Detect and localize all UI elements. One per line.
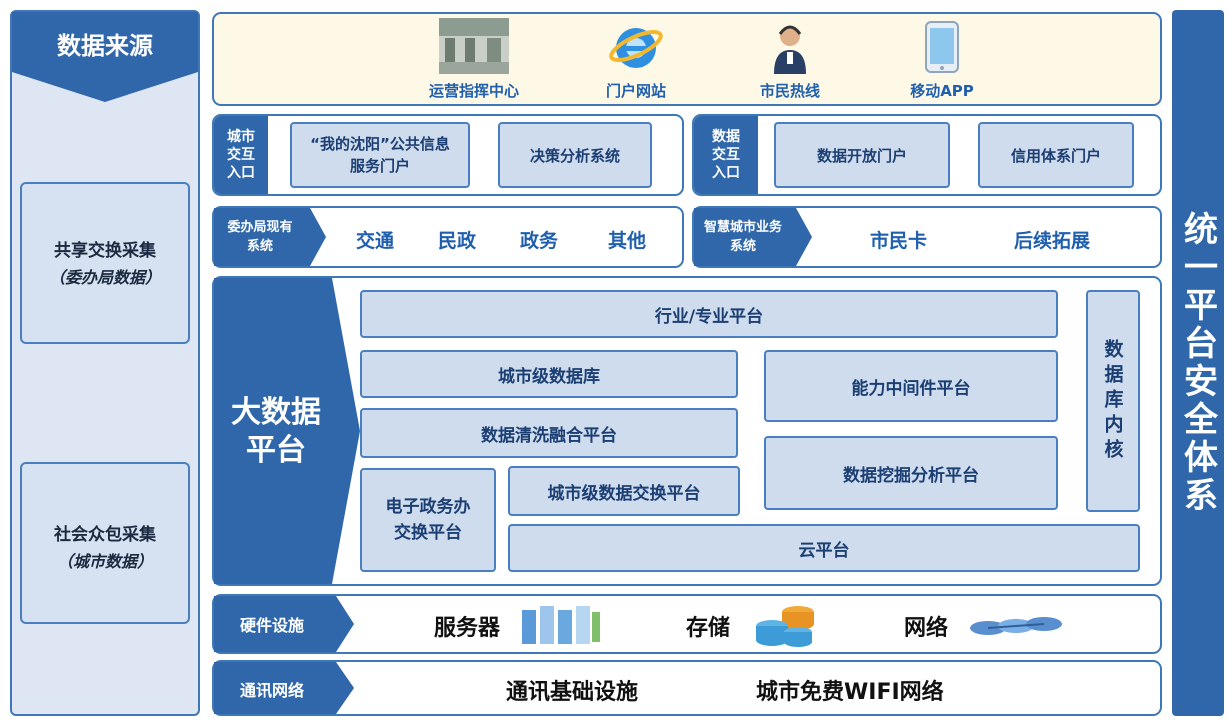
capability-middleware-box: 能力中间件平台 bbox=[764, 350, 1058, 422]
agency-label-arrow-shape bbox=[214, 208, 326, 266]
hardware-item-storage: 存储 bbox=[686, 616, 731, 641]
security-system-column: 统一平台安全体系 bbox=[1172, 10, 1224, 716]
communication-label: 通讯网络 bbox=[214, 662, 354, 714]
agency-systems-label: 委办局现有系统 bbox=[214, 208, 326, 266]
data-source-header bbox=[12, 12, 198, 104]
comm-item-city-wifi: 城市免费WIFI网络 bbox=[756, 680, 944, 705]
data-cleansing-text: 数据清洗融合平台 bbox=[481, 425, 617, 446]
crowdsource-subtitle: （城市数据） bbox=[56, 552, 153, 571]
crowdsource-title: 社会众包采集 bbox=[54, 525, 156, 545]
hardware-label-text: 硬件设施 bbox=[239, 616, 304, 635]
data-mining-text: 数据挖掘分析平台 bbox=[843, 465, 979, 486]
agency-item-civil-affairs: 民政 bbox=[438, 230, 477, 252]
mobile-app-icon bbox=[925, 21, 959, 73]
data-entry-label-text: 数据交互入口 bbox=[712, 129, 740, 181]
big-data-label: 大数据平台 bbox=[214, 278, 360, 584]
portal-item-mobile-app: 移动APP bbox=[884, 18, 1000, 102]
open-data-portal-text: 数据开放门户 bbox=[816, 146, 907, 165]
control-room-icon bbox=[439, 18, 509, 74]
city-entry-label: 城市交互入口 bbox=[214, 116, 268, 194]
egov-exchange-box: 电子政务办交换平台 bbox=[360, 468, 496, 572]
smart-item-citizen-card: 市民卡 bbox=[870, 230, 928, 252]
agency-item-other: 其他 bbox=[608, 230, 647, 252]
database-kernel-text: 数据库内核 bbox=[1101, 338, 1124, 464]
portal-item-website: 门户网站 bbox=[582, 18, 690, 102]
smart-city-label-arrow-shape bbox=[694, 208, 812, 266]
internet-explorer-icon bbox=[609, 28, 663, 68]
network-icon bbox=[970, 617, 1062, 635]
capability-middleware-text: 能力中间件平台 bbox=[851, 378, 971, 399]
storage-icon bbox=[756, 606, 814, 647]
hotline-operator-icon bbox=[774, 25, 806, 74]
city-database-text: 城市级数据库 bbox=[498, 366, 600, 387]
data-source-title: 数据来源 bbox=[57, 32, 153, 60]
communication-label-text: 通讯网络 bbox=[239, 681, 304, 700]
agency-item-government-affairs: 政务 bbox=[520, 230, 559, 252]
portal-panel bbox=[212, 12, 1162, 106]
decision-analysis-text: 决策分析系统 bbox=[529, 146, 620, 165]
city-entry-label-text: 城市交互入口 bbox=[227, 129, 255, 181]
shared-exchange-title: 共享交换采集 bbox=[54, 241, 156, 261]
data-entry-label: 数据交互入口 bbox=[694, 116, 758, 194]
cloud-platform-box: 云平台 bbox=[508, 524, 1140, 572]
big-data-title: 大数据平台 bbox=[231, 395, 321, 468]
server-icon bbox=[522, 606, 600, 644]
hardware-item-network: 网络 bbox=[904, 616, 949, 641]
egov-exchange-text: 电子政务办交换平台 bbox=[385, 497, 471, 543]
open-data-portal-box: 数据开放门户 bbox=[774, 122, 950, 188]
city-data-exchange-text: 城市级数据交换平台 bbox=[547, 483, 701, 504]
hardware-label-arrow-shape bbox=[214, 596, 354, 652]
industry-platform-box: 行业/专业平台 bbox=[360, 290, 1058, 338]
decision-analysis-box: 决策分析系统 bbox=[498, 122, 652, 188]
portal-label-control-center: 运营指挥中心 bbox=[428, 82, 519, 100]
hardware-label: 硬件设施 bbox=[214, 596, 354, 652]
communication-panel bbox=[212, 660, 1162, 716]
hardware-item-server: 服务器 bbox=[434, 616, 501, 641]
big-data-label-arrow-shape bbox=[214, 278, 360, 584]
city-database-box: 城市级数据库 bbox=[360, 350, 738, 398]
comm-item-infrastructure: 通讯基础设施 bbox=[506, 680, 639, 705]
public-service-portal-text: “我的沈阳”公共信息服务门户 bbox=[310, 135, 450, 175]
agency-systems-label-text: 委办局现有系统 bbox=[227, 220, 293, 254]
smart-city-label: 智慧城市业务系统 bbox=[694, 208, 812, 266]
portal-label-website: 门户网站 bbox=[605, 82, 666, 100]
public-service-portal-box: “我的沈阳”公共信息服务门户 bbox=[290, 122, 470, 188]
portal-label-mobile-app: 移动APP bbox=[910, 82, 974, 100]
shared-exchange-box: 共享交换采集 （委办局数据） bbox=[20, 182, 190, 344]
smart-item-future-expansion: 后续拓展 bbox=[1014, 230, 1091, 252]
smart-city-label-text: 智慧城市业务系统 bbox=[703, 220, 782, 254]
portal-item-control-center: 运营指挥中心 bbox=[412, 18, 536, 102]
data-mining-box: 数据挖掘分析平台 bbox=[764, 436, 1058, 510]
database-kernel-box: 数据库内核 bbox=[1086, 290, 1140, 512]
cloud-platform-text: 云平台 bbox=[798, 540, 850, 561]
credit-system-portal-box: 信用体系门户 bbox=[978, 122, 1134, 188]
data-source-arrow-shape bbox=[12, 12, 198, 102]
data-cleansing-box: 数据清洗融合平台 bbox=[360, 408, 738, 458]
shared-exchange-subtitle: （委办局数据） bbox=[48, 268, 161, 287]
communication-label-arrow-shape bbox=[214, 662, 354, 714]
industry-platform-text: 行业/专业平台 bbox=[654, 306, 764, 327]
security-system-title: 统一平台安全体系 bbox=[1177, 211, 1218, 515]
agency-item-transport: 交通 bbox=[356, 230, 395, 252]
credit-system-portal-text: 信用体系门户 bbox=[1010, 146, 1101, 165]
portal-label-hotline: 市民热线 bbox=[759, 82, 820, 100]
portal-item-hotline: 市民热线 bbox=[740, 18, 840, 102]
crowdsource-box: 社会众包采集 （城市数据） bbox=[20, 462, 190, 624]
city-data-exchange-box: 城市级数据交换平台 bbox=[508, 466, 740, 516]
